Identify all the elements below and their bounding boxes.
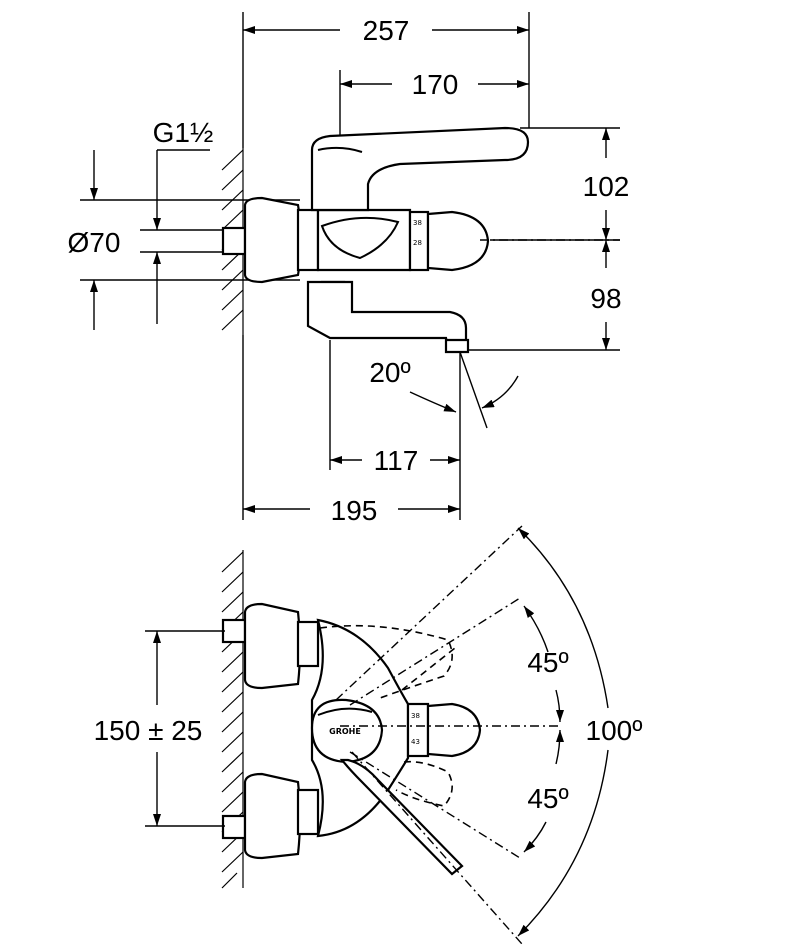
swivel-lower-label: 45º [527,783,568,814]
angle-arrow-right [481,375,519,409]
thread-label: G1½ [153,117,214,148]
scale-mark: 43 [411,738,420,746]
cover-rosette [243,196,303,284]
logo: GROHE [329,727,361,736]
arc-45-lower-b [523,821,547,853]
spout-angle-label: 20º [369,357,410,388]
body-contour [320,216,400,260]
mixer-body [316,208,412,272]
rosette-lower [243,772,302,860]
dim-257-label: 257 [363,15,410,46]
arc-100-lower [517,749,609,937]
connector-lower [221,814,247,840]
scale-mark: 38 [411,712,420,720]
arc-45-lower-a [555,729,564,765]
spout-angle-line [459,351,488,429]
side-view: 257 170 102 98 G1½ Ø70 [68,12,630,526]
scale-mark: 38 [413,219,422,227]
centerline-45-lower [349,751,521,859]
lever-upper-outline [401,647,456,691]
lever-hub [310,698,384,764]
lever-position-lower [395,760,453,807]
rosette-upper [243,602,302,690]
angle-arrow-left [409,391,457,413]
union-nut [296,208,320,272]
swivel-total-label: 100º [586,715,643,746]
arc-100-upper [517,527,609,709]
arc-45-upper-b [555,689,564,723]
dim-170-label: 170 [412,69,459,100]
spout-outlet [444,338,470,354]
arc-45-upper-a [523,605,549,653]
connector-upper [221,618,247,644]
nut-upper [296,620,320,668]
thermostat-knob-top [426,702,482,758]
lever-arm [339,758,464,876]
dim-195-label: 195 [331,495,378,526]
diameter-label: Ø70 [68,227,121,258]
centerline-lower-swing [351,751,523,945]
lever-handle [310,126,530,212]
centerline-45-upper [349,597,521,706]
dim-102-label: 102 [583,171,630,202]
swivel-upper-label: 45º [527,647,568,678]
scale-mark: 28 [413,239,422,247]
spout [306,280,468,350]
logo-arc [317,707,373,716]
connection-spacing-label: 150 ± 25 [94,715,203,746]
dim-117-label: 117 [374,445,419,476]
lever-position-upper [319,624,453,699]
nut-lower [296,788,320,836]
wall-connector [221,226,247,256]
thermostat-knob [426,210,490,272]
centerline-upper-swing [335,525,523,701]
top-view: GROHE 38 43 45º 45º 100º [94,525,643,945]
dim-98-label: 98 [590,283,621,314]
lever-highlight [317,146,363,153]
